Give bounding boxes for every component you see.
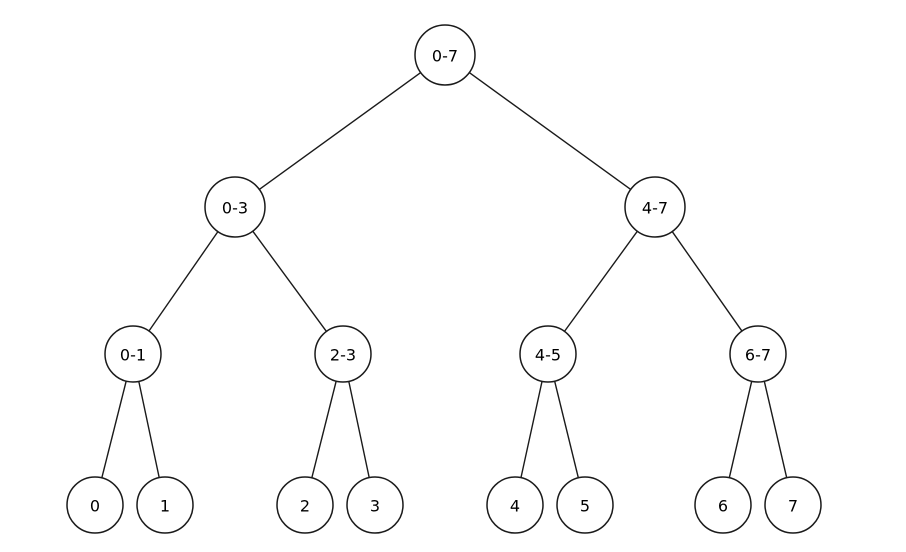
edge-layer [101,72,788,479]
tree-node[interactable]: 6 [694,476,752,534]
tree-node-circle[interactable] [414,24,476,86]
tree-node[interactable]: 0-7 [414,24,476,86]
tree-node-circle[interactable] [104,325,162,383]
tree-edge [563,230,638,332]
tree-node[interactable]: 5 [556,476,614,534]
tree-node[interactable]: 0-1 [104,325,162,383]
tree-node-circle[interactable] [624,176,686,238]
tree-node-circle[interactable] [556,476,614,534]
tree-node-circle[interactable] [66,476,124,534]
tree-node-circle[interactable] [729,325,787,383]
tree-edge [101,380,127,479]
tree-node-circle[interactable] [314,325,372,383]
tree-node[interactable]: 0-3 [204,176,266,238]
tree-edge [763,381,788,478]
tree-node[interactable]: 6-7 [729,325,787,383]
tree-node[interactable]: 1 [136,476,194,534]
tree-node[interactable]: 3 [346,476,404,534]
tree-node[interactable]: 0 [66,476,124,534]
tree-edge [520,381,543,478]
tree-edge [258,72,422,190]
tree-edge [252,230,327,332]
tree-node[interactable]: 4 [486,476,544,534]
tree-node-circle[interactable] [764,476,822,534]
tree-node[interactable]: 2-3 [314,325,372,383]
tree-node[interactable]: 2 [276,476,334,534]
tree-edge [468,72,632,190]
tree-node-circle[interactable] [346,476,404,534]
tree-edge [348,381,370,478]
tree-node[interactable]: 4-7 [624,176,686,238]
tree-node-circle[interactable] [204,176,266,238]
tree-edge [671,231,743,332]
tree-node-circle[interactable] [694,476,752,534]
tree-node-circle[interactable] [136,476,194,534]
tree-node[interactable]: 7 [764,476,822,534]
tree-node-circle[interactable] [486,476,544,534]
tree-edge [138,381,160,478]
tree-node-circle[interactable] [276,476,334,534]
tree-edge [148,231,219,332]
tree-edge [553,381,580,478]
tree-edge [728,381,753,478]
tree-node[interactable]: 4-5 [519,325,577,383]
tree-node-circle[interactable] [519,325,577,383]
tree-edge [311,380,337,479]
